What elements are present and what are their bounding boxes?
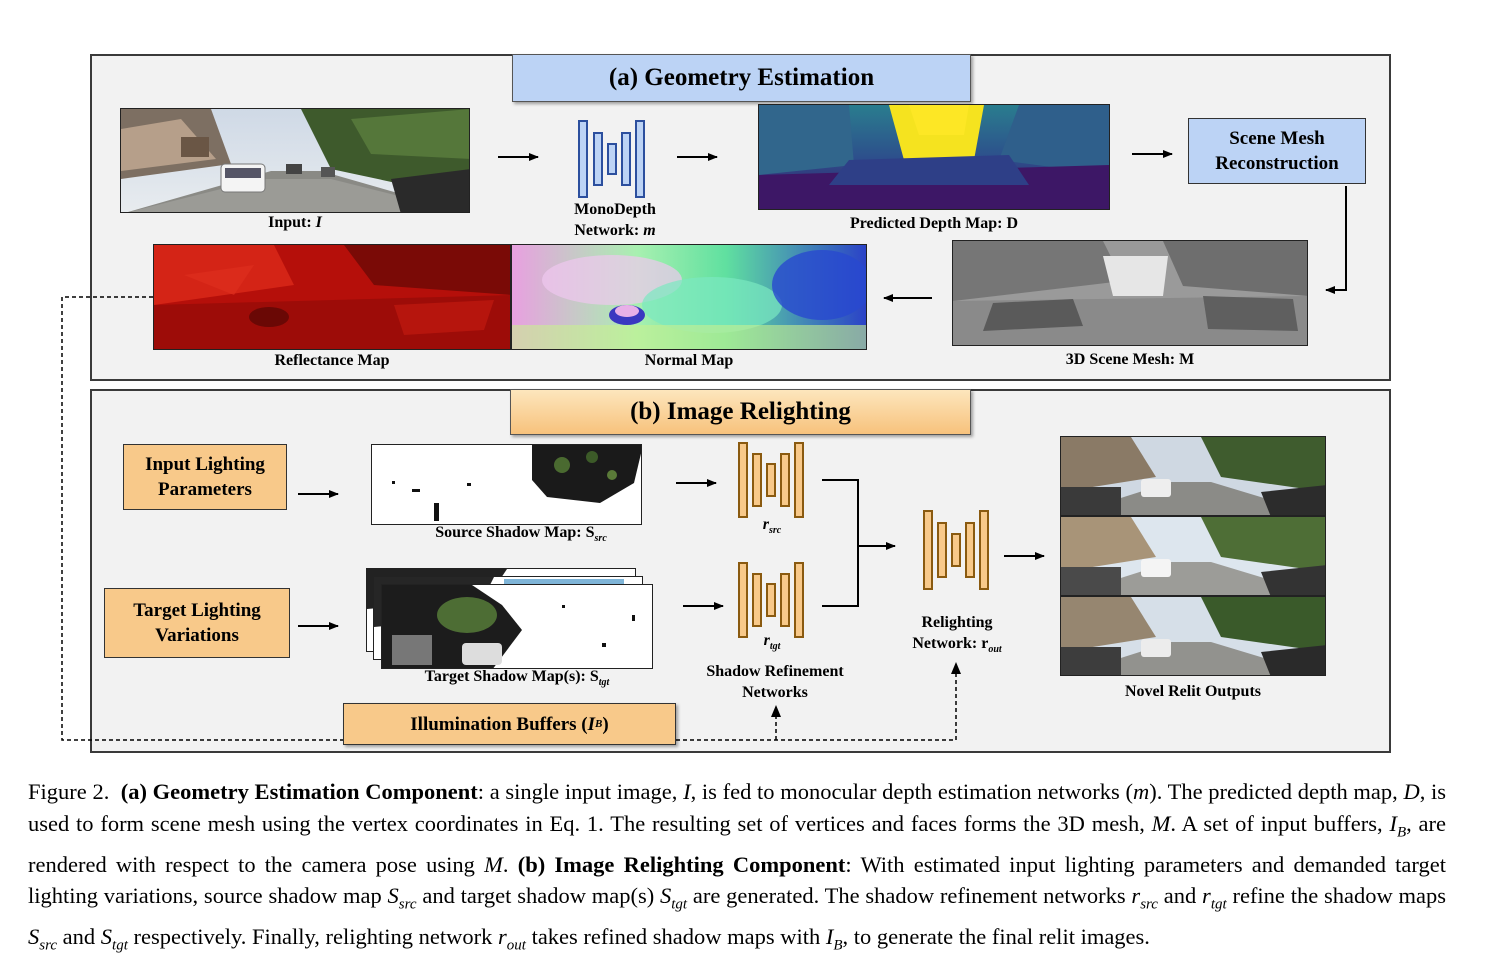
input-label: Input: I [268, 214, 322, 231]
normal-map-image [511, 244, 867, 350]
image-relighting-title: (b) Image Relighting [510, 389, 971, 435]
line-rsrc-to-merge [822, 479, 859, 607]
target-shadow-map-label: Target Shadow Map(s): Stgt [424, 668, 610, 689]
source-shadow-map-image [371, 444, 642, 525]
monodepth-label: MonoDepth Network: m [574, 201, 656, 239]
predicted-depth-map-image [758, 104, 1110, 210]
geometry-estimation-title: (a) Geometry Estimation [512, 54, 971, 102]
arrow-reconstruction-to-mesh [1325, 186, 1347, 294]
r-out-network-icon [923, 510, 989, 590]
dashed-reflectance-to-illumination [61, 296, 343, 741]
r-src-label: rsrc [762, 516, 782, 537]
reflectance-map-label: Reflectance Map [274, 352, 390, 369]
r-tgt-label: rtgt [763, 632, 781, 653]
scene-mesh-image [952, 240, 1308, 346]
figure-caption: Figure 2. (a) Geometry Estimation Compon… [28, 779, 1447, 954]
relit-output-2 [1060, 516, 1326, 596]
monodepth-network-icon [578, 120, 645, 198]
dashed-illumination-to-relighting [676, 668, 957, 741]
r-tgt-network-icon [738, 562, 804, 638]
target-shadow-map-image [381, 584, 653, 669]
scene-mesh-label: 3D Scene Mesh: M [1065, 351, 1195, 368]
normal-map-label: Normal Map [644, 352, 734, 369]
relit-output-1 [1060, 436, 1326, 516]
depth-map-label: Predicted Depth Map: D [849, 215, 1019, 232]
novel-relit-outputs-label: Novel Relit Outputs [1125, 683, 1261, 700]
input-image [120, 108, 470, 213]
relighting-network-label: Relighting Network: rout [912, 614, 1002, 656]
reflectance-map-image [153, 244, 511, 350]
r-src-network-icon [738, 442, 804, 518]
relit-output-3 [1060, 596, 1326, 676]
source-shadow-map-label: Source Shadow Map: Ssrc [435, 524, 607, 545]
